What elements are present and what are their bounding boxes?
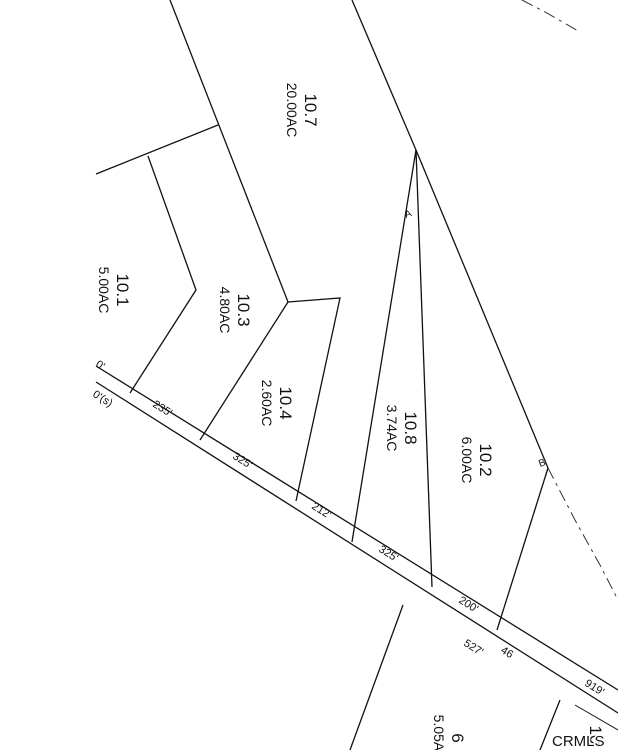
- lot-area-10-7: 20.00AC: [284, 83, 300, 137]
- lot-10-3-east-line: [199, 301, 289, 441]
- lot-10-8-east-line: [415, 149, 433, 588]
- lot-id-10-8: 10.8: [401, 411, 420, 444]
- lot-10-2-south-line: [496, 467, 549, 631]
- lot-10-8-west-line: [351, 149, 417, 543]
- lot-area-10-2: 6.00AC: [459, 437, 475, 484]
- road-edge-lower: [95, 381, 618, 714]
- lot-area-10-3: 4.80AC: [217, 287, 233, 334]
- lot-area-10-8: 3.74AC: [384, 405, 400, 452]
- watermark-crmls: CRMLS: [552, 733, 605, 750]
- lot-id-10-3: 10.3: [234, 293, 253, 326]
- dimension-212: 212': [309, 500, 333, 521]
- lot-id-10: 10: [586, 726, 605, 745]
- lot-10-4-north-line: [287, 297, 341, 502]
- lot-6-east-line: [539, 699, 561, 750]
- lot-area-10-4: 2.60AC: [259, 380, 275, 427]
- point-label-b: B: [537, 457, 547, 470]
- point-label-a: A: [403, 208, 413, 221]
- lot-id-10-2: 10.2: [476, 443, 495, 476]
- lot-area-6: 5.05AC: [431, 715, 447, 750]
- dimension-527: 527': [461, 637, 485, 658]
- dimension-235: 235': [150, 398, 174, 419]
- lot-id-10-1: 10.1: [113, 273, 132, 306]
- lot-6-west-line: [349, 604, 404, 750]
- lot-id-6: 6: [448, 733, 467, 742]
- lot-10-1-north-line: [95, 124, 219, 175]
- lot-id-10-4: 10.4: [276, 386, 295, 419]
- lot-area-10-1: 5.00AC: [96, 267, 112, 314]
- road-edge-upper: [95, 365, 618, 691]
- lot-10-7-west-line: [169, 0, 289, 303]
- lot-10-2-east-line: [415, 149, 549, 469]
- lot-id-10-7: 10.7: [301, 93, 320, 126]
- lot-10-7-east-line: [351, 0, 417, 151]
- dimension-325-a: 325': [230, 450, 254, 471]
- dimension-325-b: 325': [376, 543, 400, 564]
- dashed-boundary-top: [521, 0, 581, 33]
- dashed-boundary-right: [547, 467, 618, 601]
- dimension-46: 46: [498, 644, 515, 661]
- lot-10-1-east-line: [129, 155, 197, 394]
- lot-10-north-line: [574, 704, 618, 731]
